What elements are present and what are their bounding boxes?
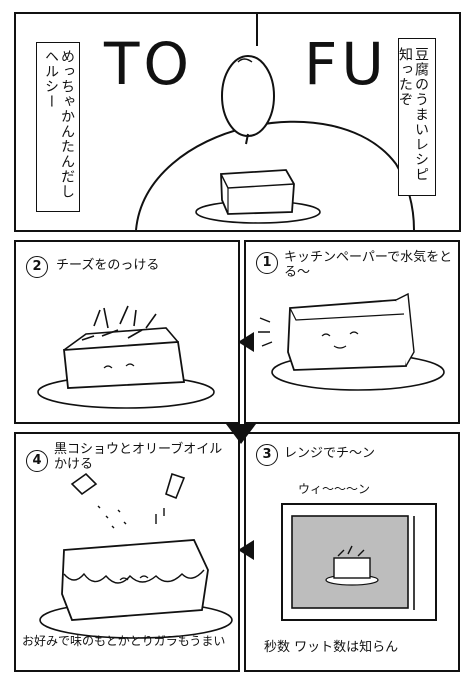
title-panel: TO FU 豆腐のうまいレシピ知ったぞ めっちゃかんたんだしヘルシー — [14, 12, 461, 232]
title-art — [135, 14, 415, 230]
step-4-panel: 4 黒コショウとオリーブオイルかける お好みで味のもとかとりガラもうまい — [14, 432, 240, 672]
step-3-panel: 3 レンジでチ〜ン ウィ〜〜〜ン 秒数 ワット数は知らん — [244, 432, 460, 672]
title-to: TO — [104, 30, 194, 98]
speech-text: 豆腐のうまいレシピ知ったぞ — [397, 47, 429, 182]
step-4-number: 4 — [26, 450, 48, 472]
note-text: めっちゃかんたんだしヘルシー — [43, 49, 75, 199]
step-2-art — [37, 305, 215, 409]
step-2-number: 2 — [26, 256, 48, 278]
step-3-caption: レンジでチ〜ン — [284, 446, 376, 461]
note-box: めっちゃかんたんだしヘルシー — [36, 42, 80, 212]
step-1-panel: 1 キッチンペーパーで水気をとる〜 — [244, 240, 460, 424]
step-3-sfx: ウィ〜〜〜ン — [298, 482, 371, 496]
step-3-art — [281, 503, 437, 621]
speech-box: 豆腐のうまいレシピ知ったぞ — [397, 38, 436, 196]
title-fu: FU — [304, 30, 388, 98]
step-1-art — [258, 292, 445, 391]
step-3-footer: 秒数 ワット数は知らん — [264, 640, 399, 655]
step-3-number: 3 — [256, 444, 278, 466]
step-4-footer: お好みで味のもとかとりガラもうまい — [22, 634, 226, 648]
step-2-panel: 2 チーズをのっける — [14, 240, 240, 424]
step-2-caption: チーズをのっける — [56, 258, 160, 273]
step-4-art — [39, 472, 233, 639]
step-1-number: 1 — [256, 252, 278, 274]
step-4-caption: 黒コショウとオリーブオイルかける — [54, 442, 223, 472]
step-1-caption: キッチンペーパーで水気をとる〜 — [284, 250, 453, 280]
